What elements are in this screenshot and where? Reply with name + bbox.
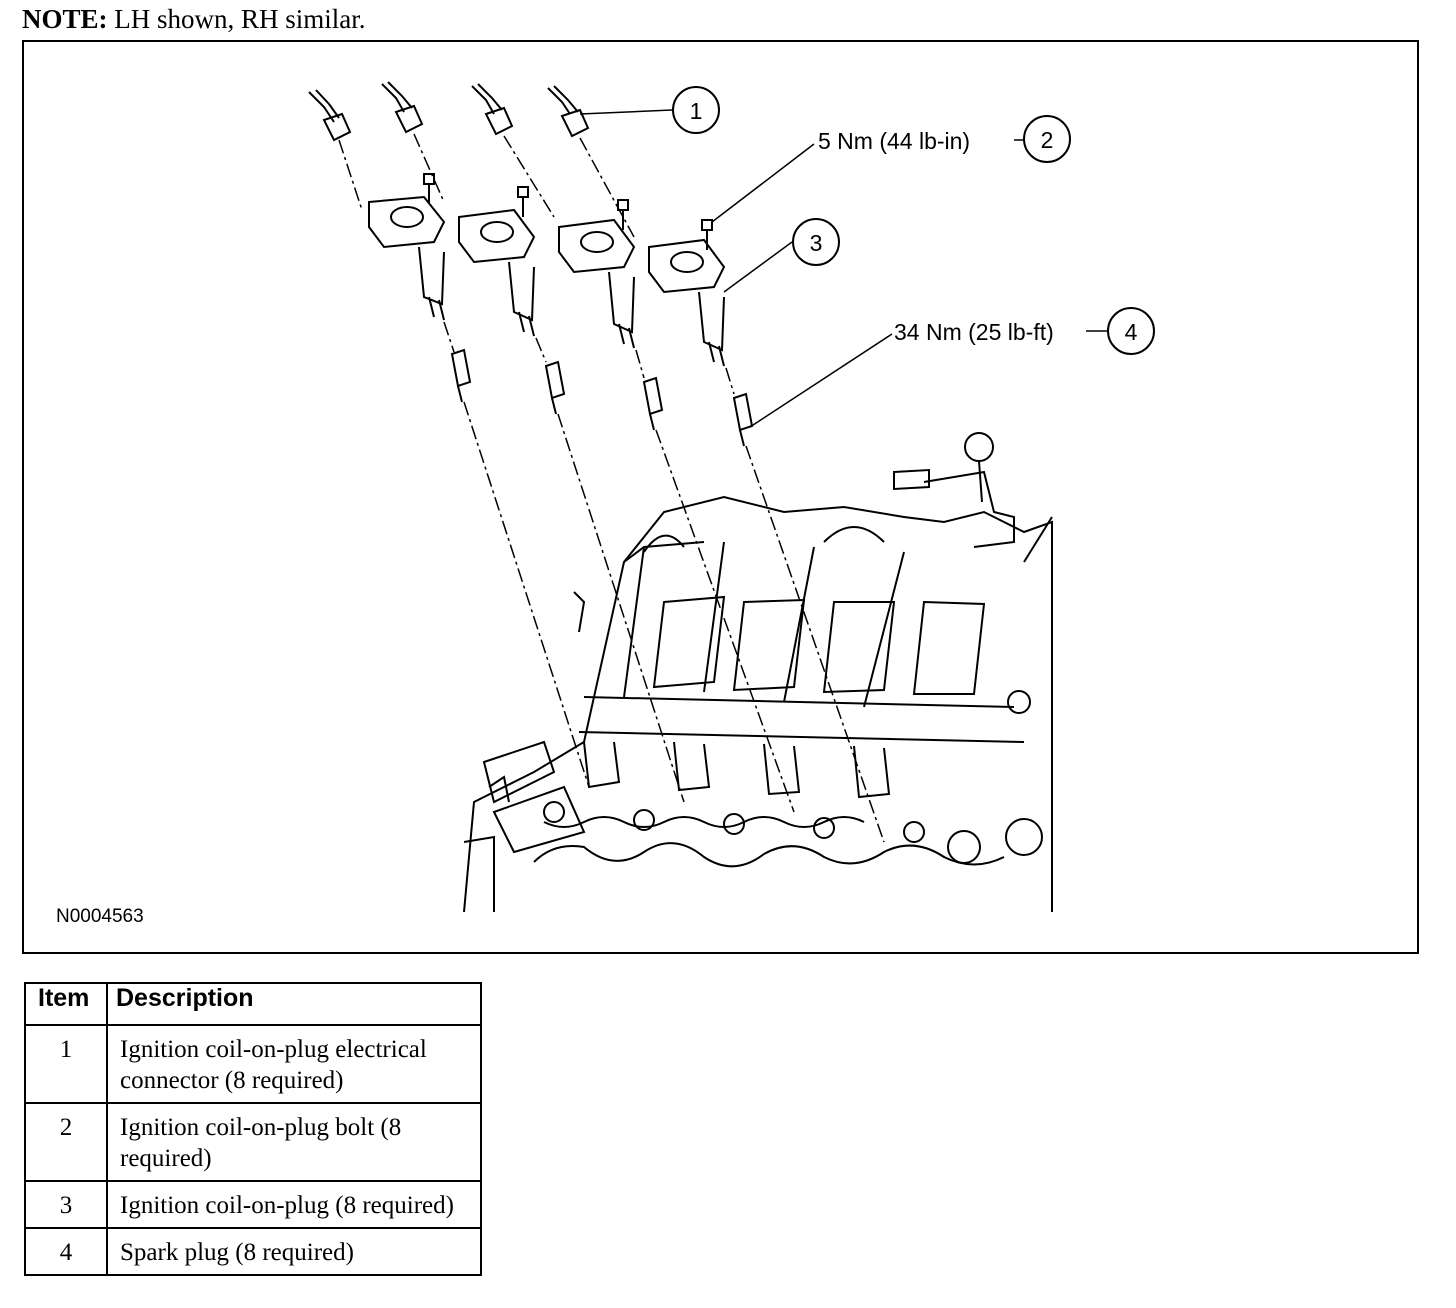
callout-1-circle <box>672 86 720 134</box>
callout-2-circle <box>1023 115 1071 163</box>
callout-4-circle <box>1107 307 1155 355</box>
callout-3-number: 3 <box>810 230 823 256</box>
legend-item-number: 1 <box>24 1024 108 1104</box>
legend-row: 1 Ignition coil-on-plug electrical conne… <box>24 1024 482 1104</box>
note: NOTE: LH shown, RH similar. <box>22 2 366 36</box>
figure-frame: 1 2 3 4 5 Nm (44 lb-in) 34 Nm (25 lb-ft)… <box>22 40 1419 954</box>
legend-header-description: Description <box>106 982 482 1026</box>
legend-item-number: 4 <box>24 1227 108 1276</box>
callout-3-circle <box>792 218 840 266</box>
callout-leaders <box>579 109 1110 428</box>
install-centerlines <box>338 133 885 843</box>
legend-item-description: Spark plug (8 required) <box>106 1227 482 1276</box>
callout-4-number: 4 <box>1125 319 1138 345</box>
callout-circles <box>672 86 1155 355</box>
legend-item-number: 2 <box>24 1102 108 1182</box>
legend-header-item: Item <box>24 982 108 1026</box>
coil-connectors <box>308 81 590 142</box>
coil-bolts <box>423 173 713 250</box>
engine-drawing <box>463 432 1053 913</box>
callout-2-torque: 5 Nm (44 lb-in) <box>818 128 970 154</box>
engine-illustration: 1 2 3 4 5 Nm (44 lb-in) 34 Nm (25 lb-ft) <box>308 81 1155 913</box>
note-text: LH shown, RH similar. <box>114 4 366 34</box>
legend-row: 2 Ignition coil-on-plug bolt (8 required… <box>24 1102 482 1182</box>
spark-plugs <box>450 348 754 447</box>
ignition-coils <box>368 195 726 367</box>
legend-item-number: 3 <box>24 1180 108 1229</box>
legend-header-row: Item Description <box>24 982 482 1026</box>
legend-row: 4 Spark plug (8 required) <box>24 1227 482 1276</box>
figure-id: N0004563 <box>56 906 144 927</box>
legend-table: Item Description 1 Ignition coil-on-plug… <box>24 982 482 1276</box>
callout-1-number: 1 <box>690 98 703 124</box>
legend-item-description: Ignition coil-on-plug electrical connect… <box>106 1024 482 1104</box>
note-label: NOTE: <box>22 4 108 34</box>
callout-4-torque: 34 Nm (25 lb-ft) <box>894 319 1054 345</box>
callout-2-number: 2 <box>1041 127 1054 153</box>
legend-item-description: Ignition coil-on-plug bolt (8 required) <box>106 1102 482 1182</box>
legend-item-description: Ignition coil-on-plug (8 required) <box>106 1180 482 1229</box>
legend-row: 3 Ignition coil-on-plug (8 required) <box>24 1180 482 1229</box>
